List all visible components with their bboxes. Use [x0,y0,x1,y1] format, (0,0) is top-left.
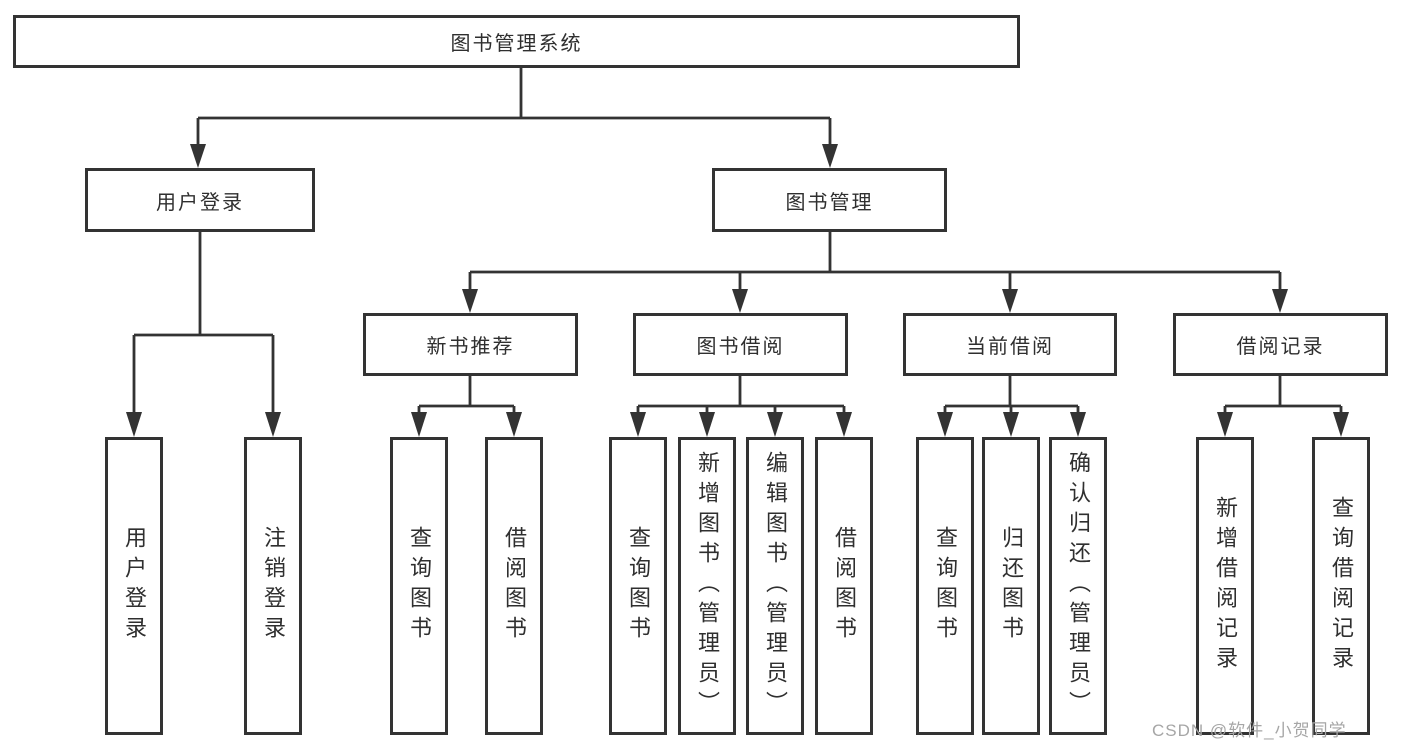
connectors-borrow-records-branch [1217,376,1349,437]
leaf-user-login: 用户登录 [105,437,163,735]
connectors-current-borrow-branch [937,376,1086,437]
connectors-book-mgmt-to-level3 [462,232,1288,313]
node-label: 借阅图书 [502,526,527,646]
node-label: 用户登录 [122,526,147,646]
leaf-br-query-record: 查询借阅记录 [1312,437,1370,735]
connectors-user-login-branch [126,232,281,437]
node-new-book-recommendation: 新书推荐 [363,313,578,376]
leaf-cb-confirm-return-admin: 确认归还（管理员） [1049,437,1107,735]
leaf-nbr-query-books: 查询图书 [390,437,448,735]
node-current-borrowing: 当前借阅 [903,313,1117,376]
node-label: 当前借阅 [966,336,1054,358]
connectors-book-borrow-branch [630,376,852,437]
leaf-br-add-record: 新增借阅记录 [1196,437,1254,735]
node-label: 查询图书 [407,526,432,646]
node-label: 归还图书 [999,526,1024,646]
node-book-management: 图书管理 [712,168,947,232]
node-label: 查询图书 [626,526,651,646]
node-label: 图书管理 [785,191,874,214]
leaf-bb-add-books-admin: 新增图书（管理员） [678,437,736,735]
node-label: 新增借阅记录 [1213,496,1238,676]
node-borrow-records: 借阅记录 [1173,313,1388,376]
node-book-borrowing: 图书借阅 [633,313,848,376]
node-label: 图书借阅 [696,336,785,358]
node-label: 注销登录 [261,526,286,646]
connectors-new-book-branch [411,376,522,437]
node-label: 编辑图书（管理员） [763,451,788,721]
node-label: 确认归还（管理员） [1066,451,1091,721]
leaf-bb-query-books: 查询图书 [609,437,667,735]
node-label: 新增图书（管理员） [695,451,720,721]
leaf-bb-borrow-books: 借阅图书 [815,437,873,735]
node-library-management-system: 图书管理系统 [13,15,1020,68]
node-label: 查询借阅记录 [1329,496,1354,676]
node-label: 用户登录 [156,191,244,214]
node-label: 借阅记录 [1236,336,1325,358]
leaf-logout: 注销登录 [244,437,302,735]
leaf-cb-return-books: 归还图书 [982,437,1040,735]
node-label: 新书推荐 [426,336,515,358]
leaf-cb-query-books: 查询图书 [916,437,974,735]
csdn-watermark: CSDN @软件_小贺同学 [1152,721,1347,740]
node-label: 借阅图书 [832,526,857,646]
node-label: 查询图书 [933,526,958,646]
connectors-root-to-level2 [190,68,838,168]
leaf-bb-edit-books-admin: 编辑图书（管理员） [746,437,804,735]
node-label: 图书管理系统 [450,33,583,55]
leaf-nbr-borrow-books: 借阅图书 [485,437,543,735]
node-user-login: 用户登录 [85,168,315,232]
